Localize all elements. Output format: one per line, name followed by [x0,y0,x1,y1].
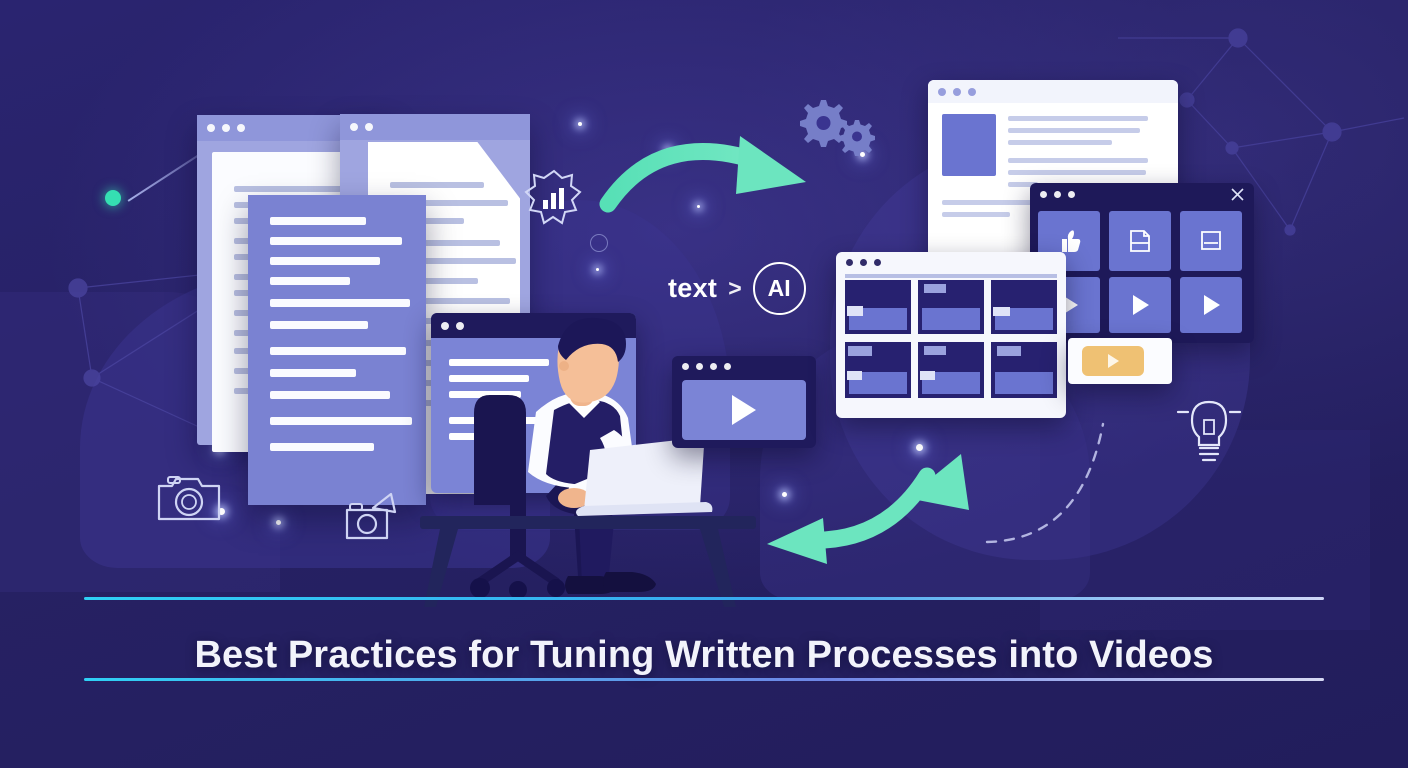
video-player-window[interactable] [672,356,816,448]
window-dot [860,258,867,266]
window-dot [1054,191,1061,198]
window-dot [682,362,689,370]
play-icon [1133,295,1149,315]
person-at-desk [420,317,756,607]
sparkle [916,444,923,451]
chart-burst-icon [524,169,582,225]
arrow-bidirectional [767,454,969,564]
window-titlebar [672,356,816,376]
gears-icon [800,100,875,156]
media-tile-document[interactable] [1180,211,1242,271]
window-dot [365,123,373,131]
camera-flash-icon [345,492,397,540]
play-button-gold[interactable] [1082,346,1144,376]
window-dot [874,258,881,266]
window-dot [237,124,245,132]
video-card[interactable] [991,342,1057,398]
sparkle [782,492,787,497]
document-icon [1201,231,1221,250]
video-card[interactable] [845,342,911,398]
video-card[interactable] [918,342,984,398]
video-card[interactable] [991,280,1057,334]
sparkle [860,152,865,157]
video-canvas[interactable] [682,380,806,440]
window-titlebar [928,80,1178,103]
window-dot [1068,191,1075,198]
close-icon[interactable] [1231,188,1244,201]
window-dot [724,362,731,370]
window-dot [350,123,358,131]
badge-left-label: text [668,273,718,303]
grid-toolbar [845,274,1057,278]
camera-icon [157,476,221,521]
lightbulb-icon [1176,400,1242,462]
video-grid-window[interactable] [836,252,1066,418]
window-dot [222,124,230,132]
divider-bottom [84,678,1324,681]
sparkle [276,520,281,525]
media-tile-play[interactable] [1180,277,1242,333]
window-titlebar [836,252,1066,272]
media-tile-document[interactable] [1109,211,1171,271]
window-dot [441,321,449,330]
play-icon [1108,354,1119,368]
document-page-front [248,195,426,505]
chevron-right-icon: > [728,275,742,301]
window-dot [846,258,853,266]
window-dot [696,362,703,370]
document-titlebar [340,114,530,140]
window-titlebar [1030,183,1254,206]
text-to-ai-badge: text > AI [668,262,806,315]
media-tile-play[interactable] [1109,277,1171,333]
document-icon [1130,230,1150,252]
play-icon [1062,295,1078,315]
window-dot [456,321,464,330]
window-dot [968,87,976,96]
media-panel-window[interactable] [1030,183,1254,343]
thumbs-up-icon [1062,230,1081,252]
window-dot [207,124,215,132]
window-dot [953,87,961,96]
play-icon[interactable] [729,393,759,427]
play-icon [1204,295,1220,315]
video-card[interactable] [845,280,911,334]
dashed-connector [985,422,1105,544]
divider-top [84,597,1324,600]
badge-ai-circle: AI [752,262,806,315]
sparkle [697,205,700,208]
page-title: Best Practices for Tuning Written Proces… [194,634,1214,677]
sparkle [218,508,225,515]
gold-play-card[interactable] [1068,338,1172,384]
background-blob-bottom-right [1040,430,1370,630]
article-image-placeholder [942,114,996,176]
window-dot [1040,191,1047,198]
video-card[interactable] [918,280,984,334]
sparkle [596,268,599,271]
window-dot [710,362,717,370]
sparkle [578,122,582,126]
arrow-forward [599,136,806,213]
ring-decor [590,234,608,252]
accent-teal-dot [105,190,121,206]
window-dot [938,87,946,96]
